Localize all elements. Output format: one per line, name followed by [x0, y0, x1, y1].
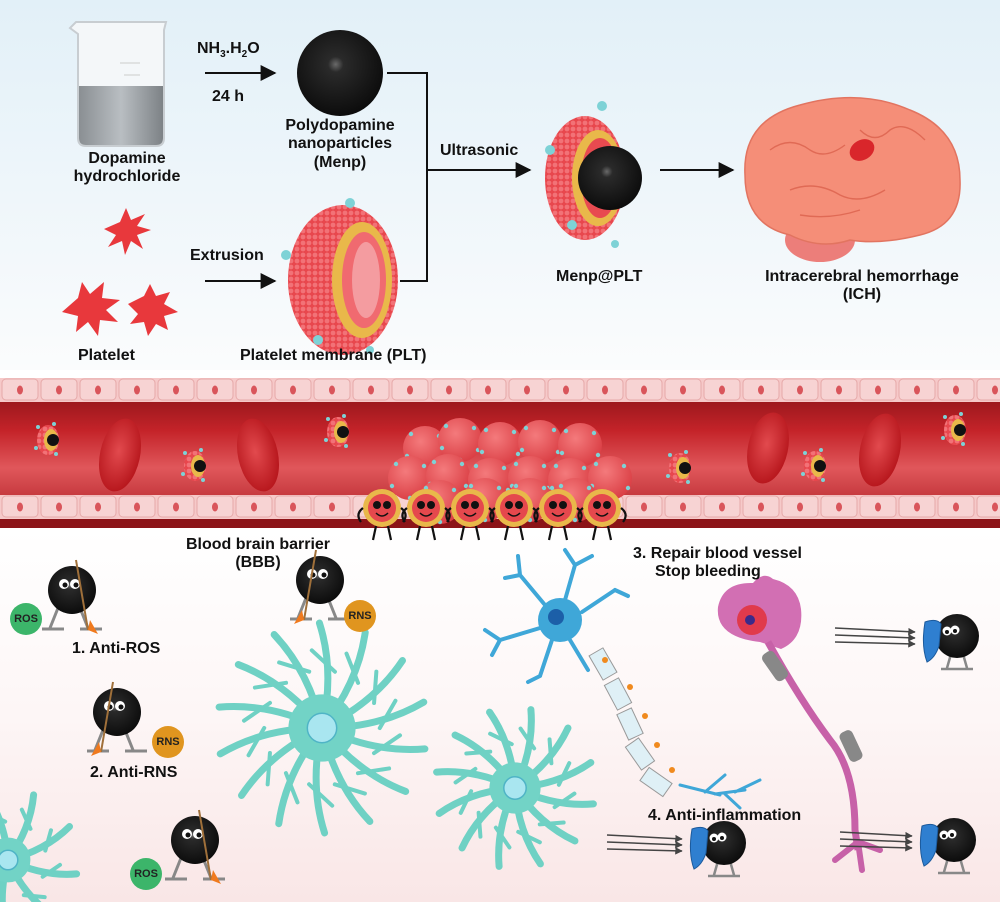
platelet-cells-icon [62, 208, 178, 336]
menp-plt-nanoparticle-icon [545, 101, 642, 248]
menp-plt-particle [666, 450, 691, 484]
combine-bracket [387, 72, 532, 282]
platelet-membrane-vesicle-icon [281, 198, 398, 355]
sweeper-nanoparticle-icon [87, 681, 147, 756]
shield-nanoparticle-icon [834, 614, 979, 671]
menp-plt-label: Menp@PLT [556, 268, 643, 285]
menp-plt-barrier-characters [357, 489, 627, 541]
shield-characters [606, 614, 979, 878]
menp-plt-particle [34, 422, 59, 456]
platelet-membrane-label: Platelet membrane (PLT) [240, 347, 427, 364]
damaged-neuron-icon [717, 575, 883, 873]
effect-anti-rns: 2. Anti-RNS [90, 764, 178, 781]
menp-plt-particle [941, 412, 966, 446]
polydopamine-nanoparticle-icon [297, 30, 383, 116]
extrusion-label: Extrusion [190, 247, 264, 264]
rns-badge: RNS [152, 726, 184, 758]
ros-badge: ROS [130, 858, 162, 890]
bbb-label: Blood brain barrier (BBB) [185, 536, 331, 572]
sweeper-nanoparticle-icon [165, 809, 225, 884]
menp-plt-particle [324, 414, 349, 448]
red-blood-cells [98, 412, 902, 492]
reaction-condition-time: 24 h [212, 88, 245, 105]
astrocyte-icon [215, 619, 429, 837]
astrocytes [0, 619, 597, 902]
polydopamine-label: Polydopamine nanoparticles (Menp) [285, 117, 395, 171]
aggregated-platelet [518, 420, 562, 465]
menp-plt-smiley [401, 489, 451, 541]
neuron-icon [483, 548, 762, 810]
effect-anti-inflammation: 4. Anti-inflammation [648, 807, 802, 824]
menp-plt-smiley [357, 489, 407, 541]
beaker-icon [68, 21, 168, 147]
menp-plt-smiley [577, 489, 627, 541]
rns-badge: RNS [344, 600, 376, 632]
effect-anti-ros: 1. Anti-ROS [72, 640, 161, 657]
shield-nanoparticle-icon [606, 821, 746, 878]
sweeper-nanoparticle-icon [290, 549, 350, 624]
astrocyte-icon [433, 706, 597, 870]
sweeper-characters [42, 549, 350, 884]
menp-plt-smiley [445, 489, 495, 541]
reagent-label: Dopamine hydrochloride [73, 150, 181, 186]
shield-nanoparticle-icon [839, 818, 976, 875]
ich-label: Intracerebral hemorrhage (ICH) [765, 268, 959, 304]
astrocyte-icon [0, 791, 81, 902]
menp-plt-particle [181, 448, 206, 482]
reaction-condition-reagent: NH3.H2O [197, 40, 260, 61]
platelet-label: Platelet [78, 347, 135, 364]
menp-plt-smiley [533, 489, 583, 541]
platelet-aggregate [388, 418, 632, 525]
endothelial-cell [976, 378, 1000, 401]
sweeper-nanoparticle-icon [42, 559, 102, 634]
menp-plt-particle [801, 448, 826, 482]
aggregated-platelet [558, 423, 602, 468]
ultrasonic-label: Ultrasonic [440, 142, 519, 159]
endothelial-cell [976, 495, 1000, 518]
ros-badge: ROS [10, 603, 42, 635]
menp-plt-smiley [489, 489, 539, 541]
circulating-menp-plt [34, 412, 966, 484]
effect-repair-vessel: 3. Repair blood vessel Stop bleeding [633, 545, 802, 581]
brain-icon [744, 96, 961, 262]
